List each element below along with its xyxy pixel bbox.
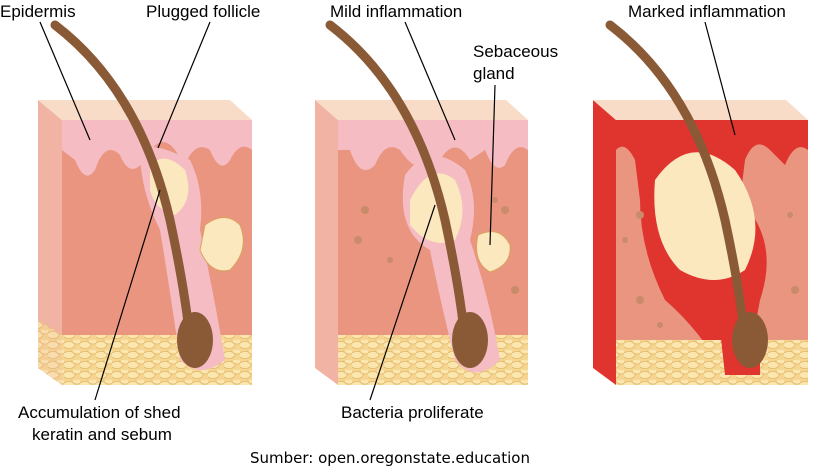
label-accumulation-1: Accumulation of shed [18,403,181,422]
panel-marked [593,20,808,385]
label-sebaceous-1: Sebaceous [473,42,559,61]
panel-mild [315,20,528,401]
source-caption: Sumber: open.oregonstate.education [250,449,530,467]
label-sebaceous-2: gland [473,64,515,83]
label-plugged-follicle: Plugged follicle [146,2,261,21]
label-accumulation-2: keratin and sebum [32,425,172,444]
label-bacteria: Bacteria proliferate [341,403,484,422]
panel-early [38,20,252,401]
label-marked-inflammation: Marked inflammation [628,2,786,21]
label-epidermis: Epidermis [0,2,76,21]
label-mild-inflammation: Mild inflammation [330,2,463,21]
